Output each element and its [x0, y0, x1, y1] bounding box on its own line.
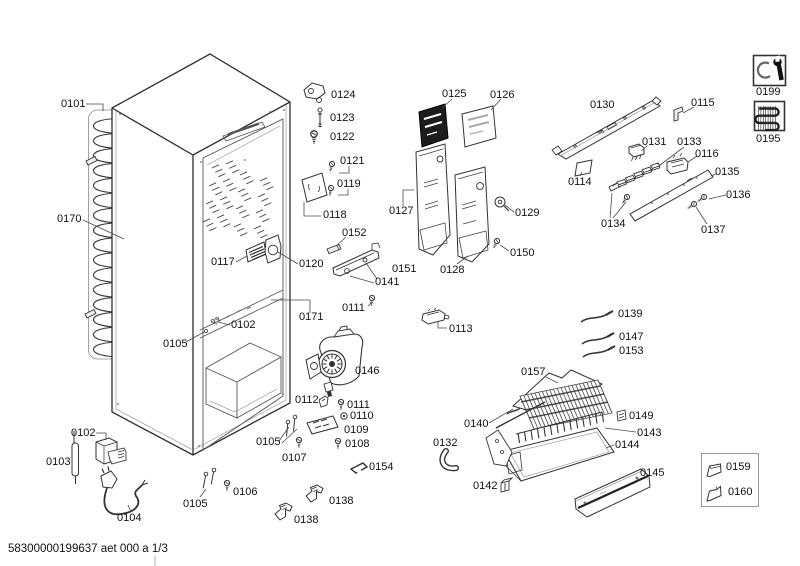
control-panels-and-ducts [415, 103, 510, 325]
heat-exchanger-icon [754, 107, 780, 132]
hinge-hardware-parts [301, 82, 381, 277]
document-code: 58300000199637 aet 000 a 1/3 [8, 543, 168, 555]
door-legend-box [701, 453, 759, 507]
generated-detail [202, 160, 274, 239]
fan-assembly [305, 325, 369, 474]
compressor-accessories [71, 431, 149, 516]
seal-icon [756, 61, 771, 79]
service-icon-box [752, 54, 787, 87]
evaporator-assembly [439, 369, 651, 518]
leader-lines [82, 98, 727, 513]
door-panel-open-icon [706, 485, 722, 502]
top-rail-electronics [551, 96, 714, 222]
refrigerator-cabinet [111, 53, 291, 456]
compressor-icon-box [753, 100, 786, 132]
refrigerant-tubes [580, 310, 616, 358]
generated-detail [616, 162, 661, 188]
